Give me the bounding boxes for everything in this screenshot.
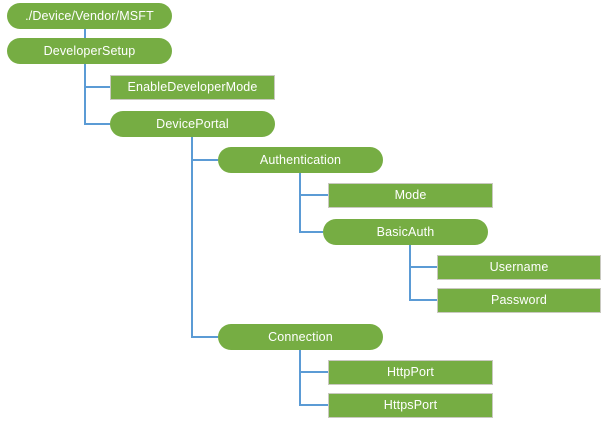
tree-node-httpport[interactable]: HttpPort [328,360,493,385]
tree-node-username[interactable]: Username [437,255,601,280]
tree-node-label: HttpPort [386,365,435,380]
connector-basicauth-to-username [409,245,437,268]
tree-node-basicauth[interactable]: BasicAuth [323,219,488,245]
tree-node-label: Password [490,293,548,308]
tree-node-label: Mode [394,188,427,203]
connector-deviceportal-to-authentication [191,137,218,161]
connector-authentication-to-basicauth [299,173,323,233]
tree-node-label: BasicAuth [376,224,435,239]
tree-node-authentication[interactable]: Authentication [218,147,383,173]
tree-node-label: Connection [268,329,333,344]
connector-connection-to-httpsport [299,350,328,406]
tree-node-deviceportal[interactable]: DevicePortal [110,111,275,137]
tree-node-mode[interactable]: Mode [328,183,493,208]
connector-developersetup-to-deviceportal [84,51,110,125]
connector-connection-to-httpport [299,350,328,373]
tree-node-label: HttpsPort [383,398,438,413]
tree-node-developersetup[interactable]: DeveloperSetup [7,38,172,64]
tree-node-label: Authentication [259,152,342,167]
connector-deviceportal-to-connection [191,137,218,338]
tree-node-label: ./Device/Vendor/MSFT [25,8,154,23]
tree-node-label: DeveloperSetup [43,43,136,58]
tree-node-connection[interactable]: Connection [218,324,383,350]
tree-node-root[interactable]: ./Device/Vendor/MSFT [7,3,172,29]
connector-basicauth-to-password [409,245,437,301]
tree-node-httpsport[interactable]: HttpsPort [328,393,493,418]
tree-node-password[interactable]: Password [437,288,601,313]
connector-authentication-to-mode [299,173,328,196]
tree-node-enabledevelopermode[interactable]: EnableDeveloperMode [110,75,275,100]
tree-node-label: EnableDeveloperMode [127,80,258,95]
tree-node-label: Username [489,260,549,275]
tree-node-label: DevicePortal [156,116,229,131]
